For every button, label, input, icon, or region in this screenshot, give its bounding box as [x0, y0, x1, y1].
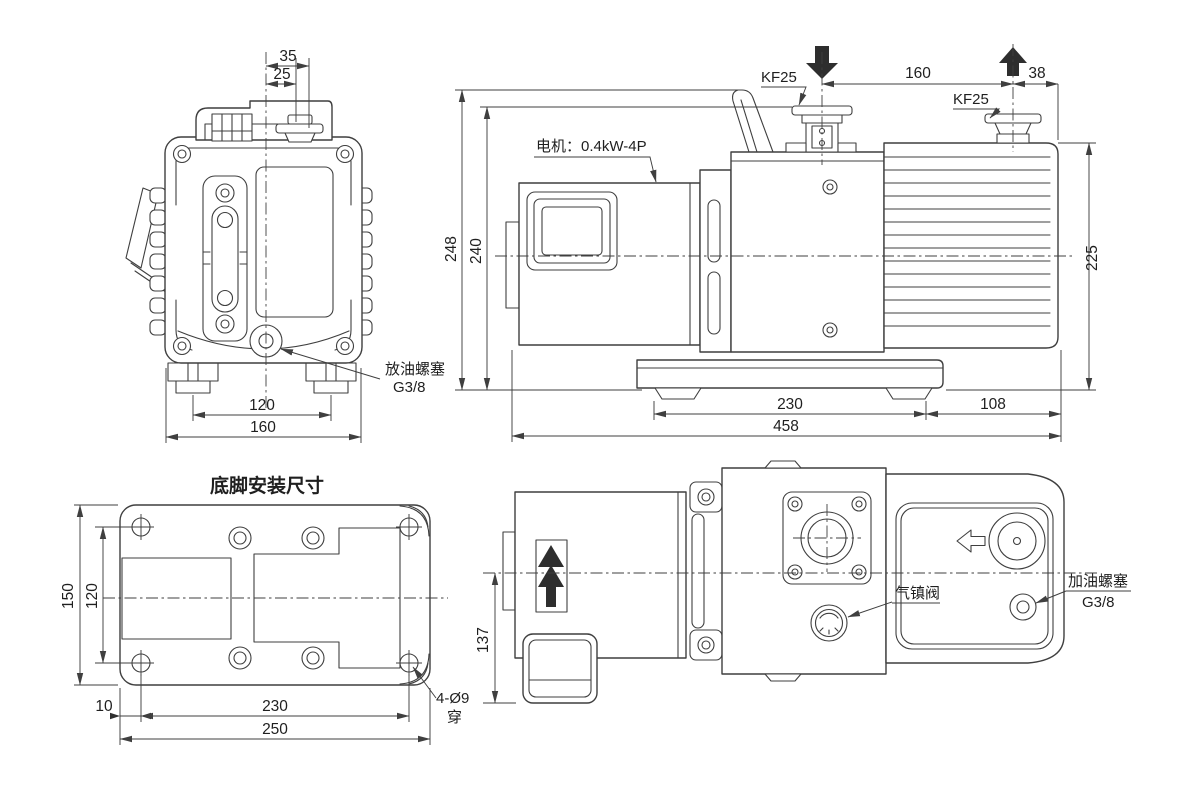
gas-ballast-valve: [810, 604, 848, 642]
dim-10: 10: [95, 698, 113, 715]
sight-glass: [202, 175, 248, 342]
dim-230: 230: [262, 698, 288, 715]
cap-connector: [211, 113, 253, 142]
dim-120: 120: [249, 397, 275, 414]
base-footprint: [119, 504, 431, 686]
foot-pads: [228, 526, 325, 670]
exhaust-port-label: KF25: [953, 91, 989, 108]
corner-screws: [172, 144, 355, 356]
oil-case-top: [885, 473, 1065, 664]
dim-248: 248: [443, 236, 460, 262]
oil-fill-plug: [1009, 593, 1037, 621]
coupling-bracket: [689, 481, 723, 661]
dim-137: 137: [475, 627, 492, 653]
flow-direction-arrow-icon: [956, 529, 986, 553]
pump-block-top: [721, 460, 887, 682]
junction-box-top: [522, 633, 598, 704]
mounting-holes: [128, 514, 422, 676]
motor-label: 电机：0.4kW-4P: [536, 138, 647, 155]
dim-225: 225: [1084, 245, 1101, 271]
inlet-port-label: KF25: [761, 69, 797, 86]
dim-458: 458: [773, 418, 799, 435]
dim-25: 25: [273, 66, 290, 83]
top-view: 137 气镇阀 加油螺塞 G3/8: [475, 460, 1131, 704]
keep-upright-arrow-icon: [538, 545, 564, 607]
dim-38: 38: [1028, 65, 1045, 82]
front-fins: [149, 187, 373, 336]
motor-top: [502, 491, 687, 659]
dim-160: 160: [250, 419, 276, 436]
dim-160: 160: [905, 65, 931, 82]
front-port: [275, 114, 324, 143]
dim-35: 35: [279, 48, 296, 65]
oil-fill-label: 加油螺塞: [1068, 572, 1128, 590]
motor-projection: [121, 557, 232, 640]
dim-250: 250: [262, 721, 288, 738]
foot-view: 底脚安装尺寸 150 120: [60, 474, 469, 745]
base-plate: [636, 359, 944, 400]
front-feet: [167, 362, 357, 394]
inlet-port: [785, 105, 857, 153]
motor: [505, 182, 701, 346]
dim-240: 240: [468, 238, 485, 264]
dim-108: 108: [980, 396, 1006, 413]
foot-view-title: 底脚安装尺寸: [210, 474, 324, 497]
mounting-holes-note: 穿: [447, 709, 462, 726]
dim-120: 120: [84, 583, 101, 609]
gas-ballast-label: 气镇阀: [895, 585, 940, 602]
dim-150: 150: [60, 583, 77, 609]
mounting-holes-label: 4-Ø9: [436, 690, 469, 707]
pump-block: [730, 151, 885, 353]
drain-plug-label: 放油螺塞: [385, 360, 445, 378]
side-view: 160 38 KF25 KF25 电机：0.4kW-4P 248 240 225…: [443, 44, 1101, 442]
name-plate: [255, 166, 334, 318]
oil-fill-thread: G3/8: [1082, 594, 1115, 611]
carry-handle: [732, 89, 774, 153]
drain-plug-thread: G3/8: [393, 379, 426, 396]
dim-230: 230: [777, 396, 803, 413]
pump-projection: [253, 527, 401, 669]
front-view: 35 25 120 160 放油螺塞 G3/8: [125, 48, 445, 443]
pump-cover: [699, 169, 732, 353]
fin-case: [883, 142, 1059, 349]
